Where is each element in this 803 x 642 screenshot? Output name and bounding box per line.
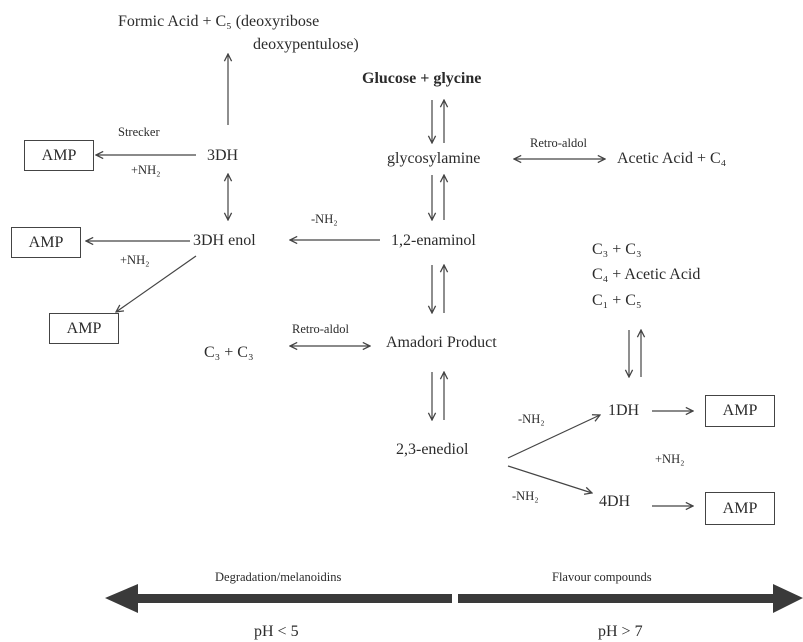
plus-nh2-label: +NH₂ [131, 163, 161, 177]
acetic-acid-c4-node: Acetic Acid + C₄ [617, 150, 727, 167]
degradation-label: Degradation/melanoidins [215, 570, 342, 584]
retro-aldol-label: Retro-aldol [530, 136, 587, 150]
glycosylamine-node: glycosylamine [387, 150, 481, 167]
3dh-enol-node: 3DH enol [193, 232, 256, 249]
amp-box: AMP [49, 313, 119, 344]
ph-high-label: pH > 7 [598, 623, 643, 640]
1dh-node: 1DH [608, 402, 640, 419]
strecker-label: Strecker [118, 125, 160, 139]
4dh-node: 4DH [599, 493, 631, 510]
flavour-label: Flavour compounds [552, 570, 652, 584]
minus-nh2-label: -NH₂ [311, 212, 338, 226]
plus-nh2-label: +NH₂ [120, 253, 150, 267]
degradation-thick-arrow [105, 584, 452, 613]
minus-nh2-label: -NH₂ [512, 489, 539, 503]
c3-c3-right-node: C₃ + C₃ [592, 241, 642, 258]
c1-c5-node: C₁ + C₅ [592, 292, 642, 309]
arrow-enediol-to-4dh [507, 465, 592, 493]
retro-aldol-label: Retro-aldol [292, 322, 349, 336]
formic-acid-node: Formic Acid + C₅ (deoxyribose [118, 13, 320, 30]
amp-box: AMP [705, 395, 775, 427]
glucose-glycine-node: Glucose + glycine [362, 70, 482, 87]
c3-c3-left-node: C₃ + C₃ [204, 344, 254, 361]
arrow-3dh-enol-to-amp-lower [116, 255, 197, 312]
enaminol-node: 1,2-enaminol [391, 232, 476, 249]
amp-box: AMP [24, 140, 94, 171]
amp-box: AMP [705, 492, 775, 525]
c4-acetic-node: C₄ + Acetic Acid [592, 266, 701, 283]
3dh-node: 3DH [207, 147, 239, 164]
minus-nh2-label: -NH₂ [518, 412, 545, 426]
deoxypentulose-node: deoxypentulose) [253, 36, 359, 53]
plus-nh2-label: +NH₂ [655, 452, 685, 466]
amadori-product-node: Amadori Product [386, 334, 497, 351]
ph-low-label: pH < 5 [254, 623, 299, 640]
arrow-enediol-to-1dh [507, 415, 600, 459]
amp-box: AMP [11, 227, 81, 258]
flavour-thick-arrow [458, 584, 803, 613]
enediol-node: 2,3-enediol [396, 441, 469, 458]
